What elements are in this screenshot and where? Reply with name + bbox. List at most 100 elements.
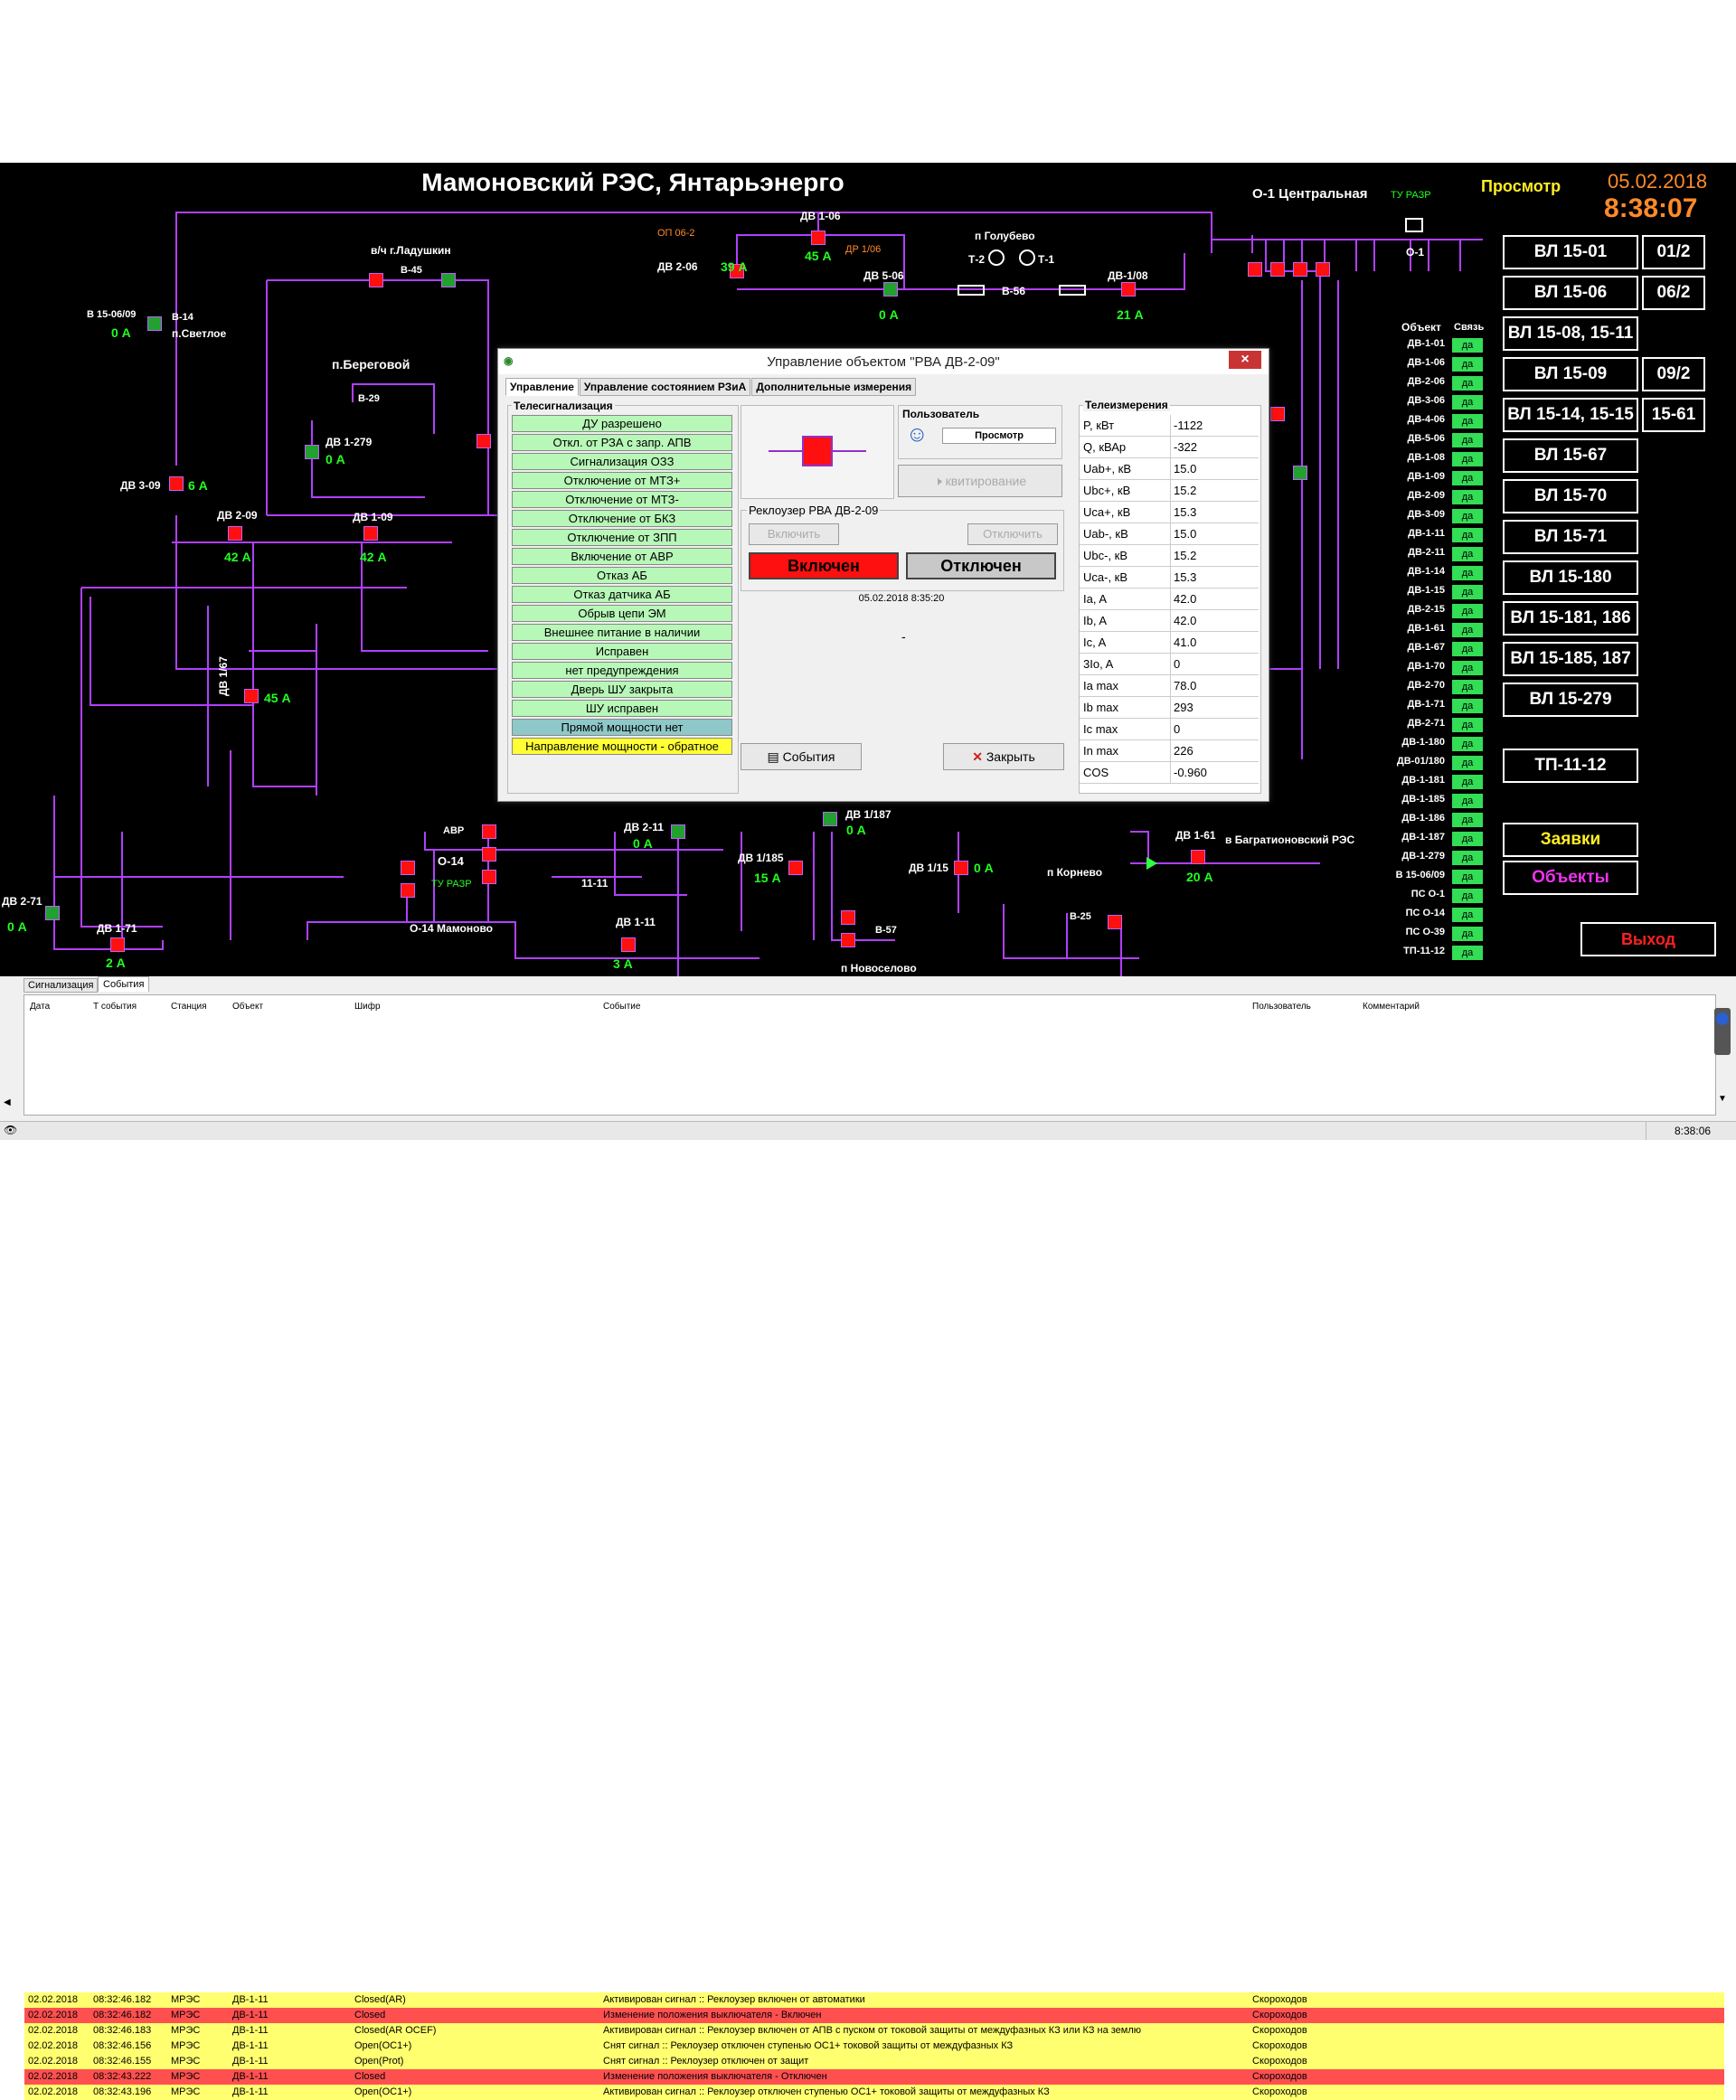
breaker-dv2-09[interactable] (228, 526, 242, 541)
column-header[interactable]: Пользователь (1252, 1002, 1311, 1012)
breaker-dv1-181[interactable] (476, 434, 491, 448)
line-button[interactable]: ВЛ 15-185, 187 (1503, 642, 1638, 676)
breaker-bus-2[interactable] (1270, 262, 1285, 277)
column-header[interactable]: Объект (232, 1002, 264, 1012)
column-header[interactable]: Шифр (354, 1002, 381, 1012)
substation-button[interactable]: 15-61 (1642, 398, 1705, 432)
line-button[interactable]: ВЛ 15-09 (1503, 357, 1638, 391)
breaker-dv2-11[interactable] (671, 824, 685, 839)
breaker-dv1-09[interactable] (363, 526, 378, 541)
breaker-bus-1[interactable] (1248, 262, 1262, 277)
breaker-b14[interactable] (147, 316, 162, 331)
line-button[interactable]: ВЛ 15-14, 15-15 (1503, 398, 1638, 432)
column-header[interactable]: Т события (93, 1002, 137, 1012)
close-button[interactable]: ✕ Закрыть (943, 743, 1064, 770)
column-header[interactable]: Событие (603, 1002, 641, 1012)
substation-button[interactable]: 09/2 (1642, 357, 1705, 391)
breaker-15-61[interactable] (1108, 915, 1122, 929)
objects-button[interactable]: Объекты (1503, 861, 1638, 895)
breaker-o14-4[interactable] (482, 847, 496, 862)
breaker-dv1-08[interactable] (1121, 282, 1136, 297)
breaker-dv1-185[interactable] (788, 861, 803, 875)
breaker-dv2-06[interactable] (730, 264, 744, 278)
breaker-dv1-01[interactable] (1270, 407, 1285, 421)
line-button[interactable]: ВЛ 15-181, 186 (1503, 601, 1638, 636)
ack-button[interactable]: 🕨 квитирование (898, 465, 1062, 497)
substation-button[interactable]: 06/2 (1642, 276, 1705, 310)
breaker-dv1-180[interactable] (1293, 466, 1307, 480)
breaker-15-185[interactable] (841, 933, 855, 947)
exit-button[interactable]: Выход (1580, 922, 1716, 956)
tp-11-12-button[interactable]: ТП-11-12 (1503, 749, 1638, 783)
line-button[interactable]: ВЛ 15-71 (1503, 520, 1638, 554)
requests-button[interactable]: Заявки (1503, 823, 1638, 857)
substation-button[interactable]: 01/2 (1642, 235, 1705, 269)
line-button[interactable]: ВЛ 15-67 (1503, 438, 1638, 473)
line-button[interactable]: ВЛ 15-08, 15-11 (1503, 316, 1638, 351)
breaker-dv1-279[interactable] (305, 445, 319, 459)
line-button[interactable]: ВЛ 15-70 (1503, 479, 1638, 513)
column-header[interactable]: Комментарий (1363, 1002, 1420, 1012)
line-button[interactable]: ВЛ 15-279 (1503, 683, 1638, 717)
breaker-dv1-187[interactable] (823, 812, 837, 826)
tab-events[interactable]: События (98, 976, 150, 992)
breaker-dv1-67[interactable] (244, 689, 259, 703)
breaker-15-187[interactable] (841, 910, 855, 925)
tab-rza[interactable]: Управление состоянием РЗиА (579, 378, 751, 396)
breaker-o14-2[interactable] (401, 883, 415, 898)
close-icon[interactable]: × (1229, 351, 1261, 369)
line-button[interactable]: ВЛ 15-06 (1503, 276, 1638, 310)
breaker-dv5-06[interactable] (883, 282, 898, 297)
breaker-o14-5[interactable] (482, 870, 496, 884)
breaker-15-279[interactable] (369, 273, 383, 287)
tab-control[interactable]: Управление (505, 378, 579, 396)
breaker-dv1-15[interactable] (954, 861, 968, 875)
breaker-dv1-61[interactable] (1191, 850, 1205, 864)
tab-extra-meas[interactable]: Дополнительные измерения (751, 378, 917, 396)
breaker-bus-4[interactable] (1316, 262, 1330, 277)
events-button[interactable]: ▤ События (741, 743, 862, 770)
breaker-o14-3[interactable] (482, 824, 496, 839)
scrollbar-down-arrow[interactable]: ▼ (1718, 1094, 1727, 1104)
turn-on-button[interactable]: Включить (749, 523, 839, 545)
line-button[interactable]: ВЛ 15-180 (1503, 560, 1638, 595)
breaker-dv2-71[interactable] (45, 906, 60, 920)
breaker-dv1-11[interactable] (621, 937, 636, 952)
